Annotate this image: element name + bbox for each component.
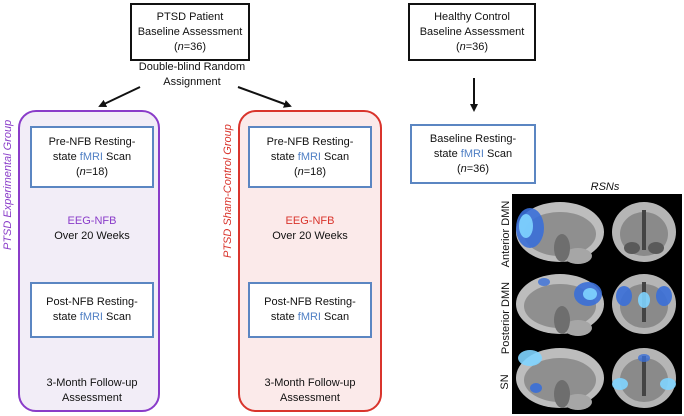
anterior-dmn-sagittal — [516, 202, 604, 264]
exp-post-line1: Post-NFB Resting- — [46, 296, 138, 308]
randomization-label: Double-blind Random Assignment — [118, 60, 266, 90]
control-n: (n=36) — [455, 40, 489, 53]
rsn-row-label-sn: SN — [499, 374, 511, 390]
control-scan-line2a: state — [433, 147, 461, 160]
rsns-title: RSNs — [590, 181, 620, 193]
sham-group-label: PTSD Sham-Control Group — [222, 124, 234, 258]
control-line2: Baseline Assessment — [419, 25, 525, 38]
exp-intervention-line2: Over 20 Weeks — [54, 230, 130, 242]
control-scan-n: (n=36) — [456, 162, 490, 175]
patient-line1: PTSD Patient — [156, 10, 224, 23]
sham-post-fmri: fMRI — [297, 311, 321, 323]
sham-followup-line1: 3-Month Follow-up — [264, 377, 356, 389]
arrow-to-sham — [237, 86, 292, 108]
exp-post-line2a: state — [52, 311, 80, 323]
sham-post-line2a: state — [270, 311, 298, 323]
exp-followup: 3-Month Follow-up Assessment — [30, 376, 154, 406]
exp-pre-line2b: Scan — [103, 150, 132, 163]
rsn-brain-panel — [512, 194, 682, 414]
healthy-control-box: Healthy Control Baseline Assessment (n=3… — [408, 3, 536, 61]
exp-pre-line1: Pre-NFB Resting- — [48, 135, 136, 148]
sham-followup: 3-Month Follow-up Assessment — [248, 376, 372, 406]
exp-post-line2b: Scan — [103, 311, 132, 323]
control-line1: Healthy Control — [434, 10, 510, 23]
patient-n: (n=36) — [173, 40, 207, 53]
control-scan-box: Baseline Resting- state fMRI Scan (n=36) — [410, 124, 536, 184]
sham-pre-line2a: state — [270, 150, 298, 163]
randomization-line2: Assignment — [163, 76, 221, 88]
sham-intervention: EEG-NFB Over 20 Weeks — [248, 214, 372, 244]
exp-pre-fmri: fMRI — [79, 150, 103, 163]
ptsd-patient-box: PTSD Patient Baseline Assessment (n=36) — [130, 3, 250, 61]
sham-post-line2b: Scan — [321, 311, 350, 323]
sham-intervention-line1: EEG-NFB — [285, 215, 335, 227]
exp-pre-n: (n=18) — [75, 165, 109, 178]
sham-pre-n: (n=18) — [293, 165, 327, 178]
sham-intervention-line2: Over 20 Weeks — [272, 230, 348, 242]
rsn-row-label-posterior: Posterior DMN — [500, 281, 512, 355]
arrow-to-experimental — [98, 86, 141, 108]
control-scan-line2b: Scan — [484, 147, 513, 160]
exp-followup-line2: Assessment — [62, 392, 122, 404]
sham-followup-line2: Assessment — [280, 392, 340, 404]
exp-post-scan-box: Post-NFB Resting- state fMRI Scan — [30, 282, 154, 338]
exp-followup-line1: 3-Month Follow-up — [46, 377, 138, 389]
posterior-dmn-coronal — [612, 274, 676, 334]
sham-post-line1: Post-NFB Resting- — [264, 296, 356, 308]
sham-pre-line2b: Scan — [321, 150, 350, 163]
sham-pre-scan-box: Pre-NFB Resting- state fMRI Scan (n=18) — [248, 126, 372, 188]
exp-intervention-line1: EEG-NFB — [67, 215, 117, 227]
exp-intervention: EEG-NFB Over 20 Weeks — [30, 214, 154, 244]
exp-post-fmri: fMRI — [79, 311, 103, 323]
rsn-row-label-anterior: Anterior DMN — [500, 200, 512, 268]
control-scan-fmri: fMRI — [460, 147, 484, 160]
sn-sagittal — [516, 348, 604, 410]
experimental-group-label: PTSD Experimental Group — [2, 119, 14, 250]
sham-pre-line1: Pre-NFB Resting- — [266, 135, 354, 148]
sham-pre-fmri: fMRI — [297, 150, 321, 163]
patient-line2: Baseline Assessment — [137, 25, 243, 38]
posterior-dmn-sagittal — [516, 274, 604, 336]
exp-pre-line2a: state — [52, 150, 80, 163]
sham-post-scan-box: Post-NFB Resting- state fMRI Scan — [248, 282, 372, 338]
anterior-dmn-coronal — [612, 202, 676, 262]
control-scan-line1: Baseline Resting- — [429, 132, 517, 145]
sn-coronal — [612, 348, 676, 408]
exp-pre-scan-box: Pre-NFB Resting- state fMRI Scan (n=18) — [30, 126, 154, 188]
randomization-line1: Double-blind Random — [138, 61, 246, 73]
